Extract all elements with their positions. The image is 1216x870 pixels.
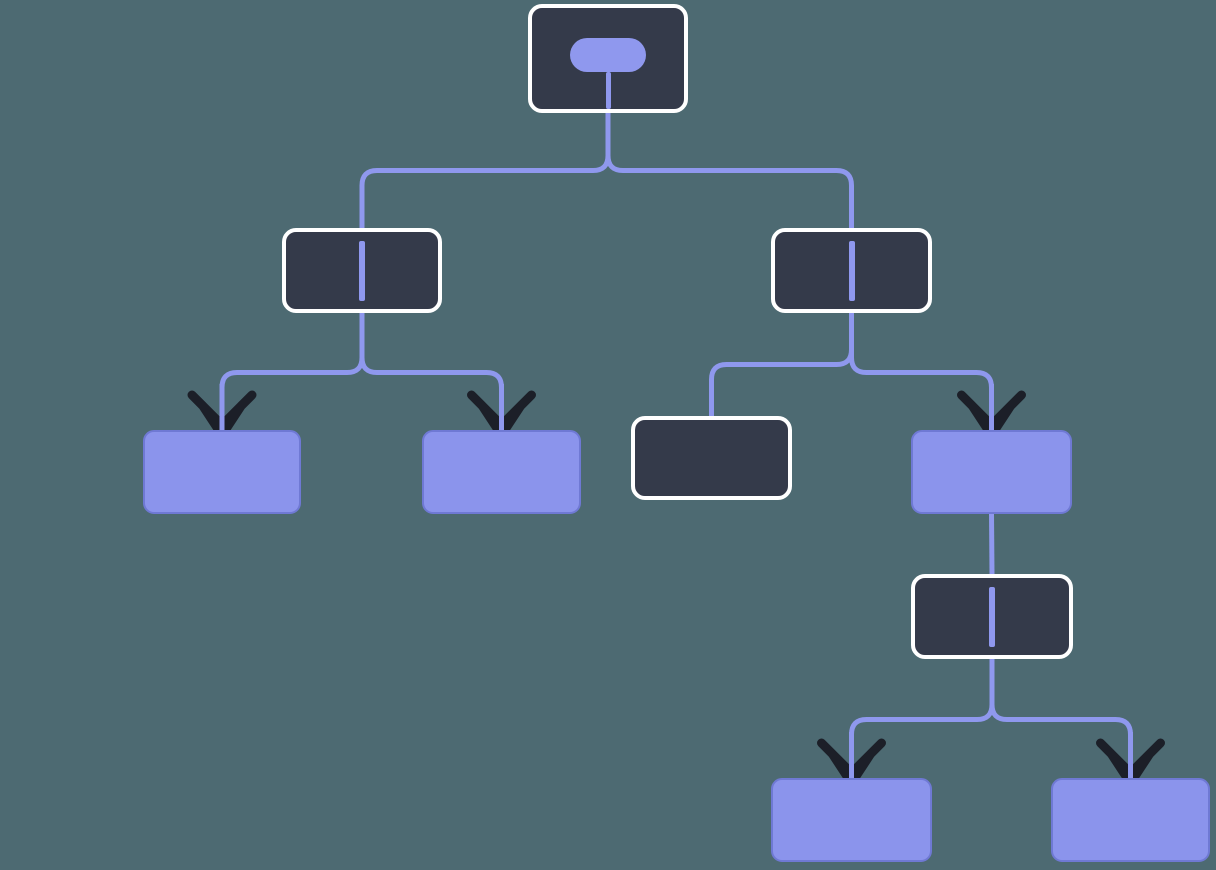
node-leaf-left-a[interactable]: leaf-left-a [143, 430, 301, 514]
node-branch-right[interactable]: branch-right [771, 228, 932, 313]
node-marker-bar [848, 240, 855, 301]
node-leaf-left-b[interactable]: leaf-left-b [422, 430, 581, 514]
node-branch-right-b[interactable]: branch-right-b [911, 430, 1072, 514]
node-root-node[interactable]: root-node [528, 4, 688, 113]
node-sub-branch[interactable]: sub-branch [911, 574, 1073, 659]
node-marker-pill [570, 38, 646, 72]
node-marker-bar [359, 240, 365, 301]
node-marker-bar [989, 586, 995, 647]
node-branch-left[interactable]: branch-left [282, 228, 442, 313]
node-leaf-bottom-a[interactable]: leaf-bottom-a [771, 778, 932, 862]
node-leaf-right-a[interactable]: leaf-right-a [631, 416, 792, 500]
node-leaf-bottom-b[interactable]: leaf-bottom-b [1051, 778, 1210, 862]
node-marker-stem [605, 72, 611, 109]
